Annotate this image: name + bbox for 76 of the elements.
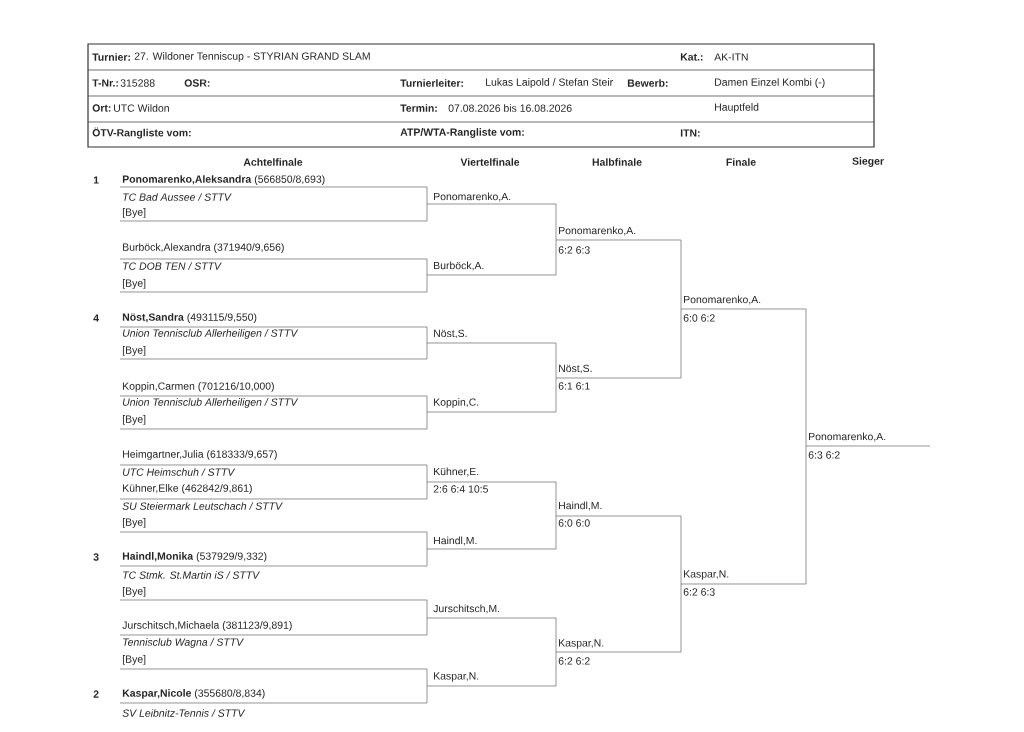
winner-name: Jurschitsch,M. [433, 604, 500, 614]
column-heading: Halbfinale [592, 158, 642, 166]
club-name: TC DOB TEN / STTV [123, 262, 222, 270]
header-label: OSR: [184, 79, 210, 87]
player-entry: Kühner,Elke (462842/9,861) [123, 484, 252, 494]
winner-name: Koppin,C. [434, 398, 479, 408]
bye-entry: [Bye] [122, 279, 146, 289]
match-score: 6:1 6:1 [558, 382, 590, 390]
seed-number: 4 [93, 314, 99, 322]
column-heading: Achtelfinale [243, 158, 303, 166]
column-heading: Viertelfinale [460, 158, 520, 166]
winner-name: Kaspar,N. [434, 672, 479, 682]
bye-entry: [Bye] [122, 655, 146, 665]
header-label: Bewerb: [627, 79, 668, 87]
club-name: TC Bad Aussee / STTV [123, 193, 232, 201]
bye-entry: [Bye] [122, 346, 146, 356]
column-heading: Finale [726, 158, 756, 166]
header-value: Lukas Laipold / Stefan Steir [486, 78, 613, 88]
header-value: 27. Wildoner Tenniscup - STYRIAN GRAND SLAM [134, 52, 370, 62]
match-score: 6:0 6:0 [558, 519, 590, 527]
header-label: T-Nr.: [92, 79, 118, 87]
club-name: UTC Heimschuh / STTV [123, 468, 236, 476]
header-value: AK-ITN [714, 53, 748, 61]
winner-name: Ponomarenko,A. [809, 432, 886, 442]
match-score: 6:2 6:2 [558, 657, 590, 665]
winner-name: Kühner,E. [434, 467, 479, 477]
match-score: 6:0 6:2 [683, 314, 715, 322]
header-label: ÖTV-Rangliste vom: [92, 127, 191, 139]
club-name: TC Stmk. St.Martin iS / STTV [123, 571, 260, 579]
seed-number: 2 [93, 690, 99, 698]
player-entry: Koppin,Carmen (701216/10,000) [123, 382, 274, 392]
header-label: ATP/WTA-Rangliste vom: [400, 128, 524, 138]
header-value: 07.08.2026 bis 16.08.2026 [448, 104, 572, 112]
club-name: Tennisclub Wagna / STTV [123, 638, 244, 648]
club-name: SV Leibnitz-Tennis / STTV [122, 709, 246, 717]
winner-name: Burböck,A. [434, 261, 484, 271]
bye-entry: [Bye] [122, 518, 146, 528]
winner-name: Haindl,M. [559, 501, 602, 511]
bye-entry: [Bye] [122, 415, 146, 425]
header-value: 315288 [120, 79, 155, 87]
match-score: 6:2 6:3 [683, 588, 715, 596]
header-label: Ort: [92, 104, 111, 112]
winner-name: Kaspar,N. [684, 570, 729, 580]
club-name: SU Steiermark Leutschach / STTV [122, 502, 283, 510]
winner-name: Nöst,S. [559, 364, 592, 374]
player-entry: Jurschitsch,Michaela (381123/9,891) [122, 621, 292, 631]
winner-name: Ponomarenko,A. [434, 192, 511, 202]
header-label: Turnierleiter: [400, 79, 463, 87]
column-heading: Sieger [852, 157, 884, 167]
match-score: 6:3 6:2 [808, 451, 840, 459]
match-score: 2:6 6:4 10:5 [433, 485, 488, 493]
winner-name: Haindl,M. [434, 536, 477, 546]
player-entry: Heimgartner,Julia (618333/9,657) [123, 450, 277, 460]
club-name: Union Tennisclub Allerheiligen / STTV [123, 398, 299, 408]
header-label: Kat.: [680, 53, 703, 61]
player-entry: Burböck,Alexandra (371940/9,656) [123, 243, 284, 253]
bye-entry: [Bye] [122, 587, 146, 597]
header-label: Turnier: [92, 53, 130, 61]
player-entry: Nöst,Sandra (493115/9,550) [122, 313, 257, 323]
seed-number: 1 [93, 176, 99, 184]
header-label: Termin: [400, 104, 437, 112]
player-entry: Haindl,Monika (537929/9,332) [122, 552, 267, 562]
seed-number: 3 [93, 553, 99, 561]
header-label: ITN: [680, 129, 700, 137]
bye-entry: [Bye] [122, 208, 146, 218]
header-value: UTC Wildon [114, 104, 169, 112]
winner-name: Ponomarenko,A. [559, 226, 636, 236]
club-name: Union Tennisclub Allerheiligen / STTV [123, 329, 299, 339]
header-value: Hauptfeld [715, 103, 759, 113]
player-entry: Kaspar,Nicole (355680/8,834) [122, 689, 265, 699]
winner-name: Kaspar,N. [559, 639, 604, 649]
header-value: Damen Einzel Kombi (-) [715, 78, 825, 88]
winner-name: Ponomarenko,A. [684, 295, 761, 305]
match-score: 6:2 6:3 [558, 246, 590, 254]
winner-name: Nöst,S. [434, 329, 467, 339]
player-entry: Ponomarenko,Aleksandra (566850/8,693) [122, 175, 325, 185]
